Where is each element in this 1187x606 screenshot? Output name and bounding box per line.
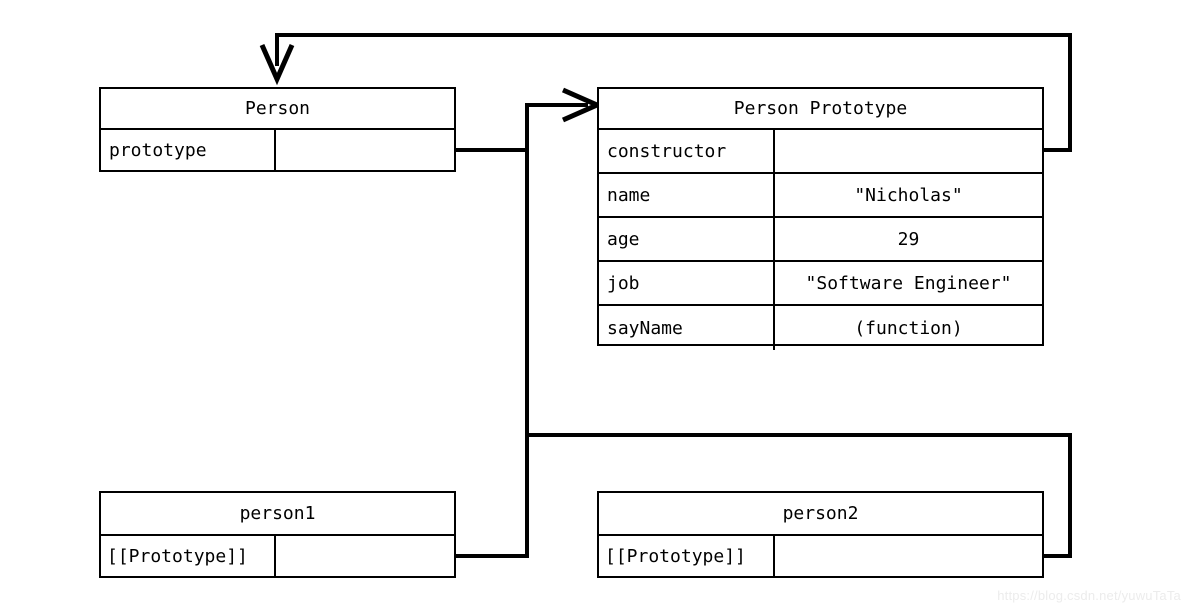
table-row: constructor xyxy=(599,130,1042,174)
person-prototype-box-title: Person Prototype xyxy=(599,89,1042,130)
table-row: [[Prototype]] xyxy=(599,536,1042,576)
proto-row-key-age: age xyxy=(599,218,775,260)
table-row: age 29 xyxy=(599,218,1042,262)
proto-row-value-job: "Software Engineer" xyxy=(805,272,1012,294)
person2-row-value-prototype xyxy=(775,536,1042,576)
proto-row-value-name: "Nicholas" xyxy=(854,184,963,206)
proto-row-key-constructor: constructor xyxy=(599,130,775,172)
person-box-title: Person xyxy=(101,89,454,130)
table-row: name "Nicholas" xyxy=(599,174,1042,218)
person1-row-value-prototype xyxy=(276,536,454,576)
person-row-value-prototype xyxy=(276,130,454,170)
proto-row-value-age: 29 xyxy=(897,228,920,250)
person-box[interactable]: Person prototype xyxy=(99,87,456,172)
proto-row-value-sayname: (function) xyxy=(854,317,963,339)
person1-row-key-prototype: [[Prototype]] xyxy=(101,536,276,576)
table-row: prototype xyxy=(101,130,454,170)
proto-row-key-job: job xyxy=(599,262,775,304)
watermark: https://blog.csdn.net/yuwuTaTa xyxy=(997,588,1181,603)
proto-row-key-sayname: sayName xyxy=(599,306,775,350)
person2-box-title: person2 xyxy=(599,493,1042,536)
person-row-key-prototype: prototype xyxy=(101,130,276,170)
person1-box[interactable]: person1 [[Prototype]] xyxy=(99,491,456,578)
person2-row-key-prototype: [[Prototype]] xyxy=(599,536,775,576)
table-row: sayName (function) xyxy=(599,306,1042,350)
table-row: [[Prototype]] xyxy=(101,536,454,576)
proto-row-value-constructor xyxy=(775,130,1042,172)
table-row: job "Software Engineer" xyxy=(599,262,1042,306)
proto-row-key-name: name xyxy=(599,174,775,216)
person2-box[interactable]: person2 [[Prototype]] xyxy=(597,491,1044,578)
person1-box-title: person1 xyxy=(101,493,454,536)
person-prototype-box[interactable]: Person Prototype constructor name "Nicho… xyxy=(597,87,1044,350)
